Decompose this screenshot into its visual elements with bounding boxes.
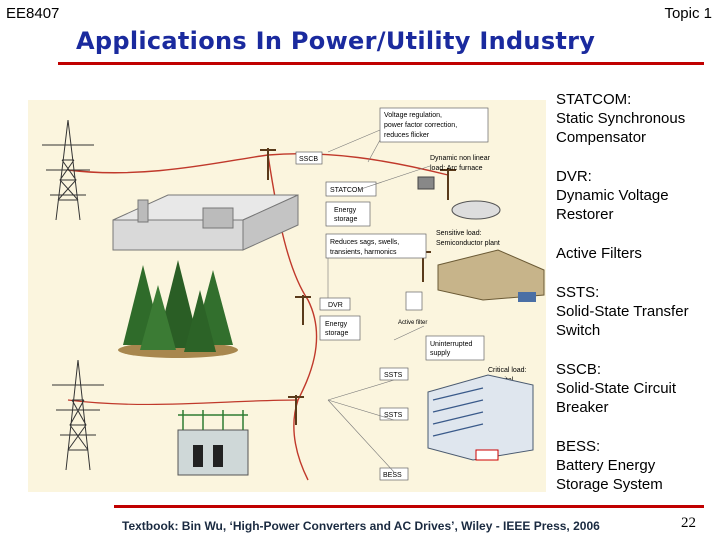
topic-label: Topic 1: [664, 5, 712, 22]
definition-bess: BESS: Battery Energy Storage System: [556, 437, 720, 494]
sensitive-load-label: Sensitive load: Semiconductor plant: [436, 230, 545, 302]
ssts-label: SSTS: [379, 367, 409, 381]
svg-text:Active filter: Active filter: [398, 320, 427, 326]
page-number: 22: [681, 515, 696, 531]
dvr-label: DVR: [319, 297, 351, 311]
svg-text:Energy: Energy: [334, 207, 357, 214]
transmission-tower-icon: [52, 359, 104, 471]
bess-label: BESS: [379, 467, 409, 481]
svg-text:Reduces sags, swells,: Reduces sags, swells,: [330, 239, 399, 246]
energy-storage-label: Energy storage: [325, 201, 371, 227]
definition-line: Static Synchronous: [556, 110, 686, 127]
industrial-plant-icon: [112, 194, 299, 251]
definition-line: Storage System: [556, 476, 663, 493]
slide-title: Applications In Power/Utility Industry: [76, 27, 596, 55]
svg-text:storage: storage: [325, 330, 348, 337]
definition-line: Breaker: [556, 399, 609, 416]
definition-line: Compensator: [556, 129, 647, 146]
transmission-tower-icon: [42, 119, 94, 221]
svg-text:STATCOM: STATCOM: [330, 187, 363, 194]
definition-line: Battery Energy: [556, 457, 656, 474]
statcom-label: STATCOM: [325, 181, 377, 197]
forest-icon: [118, 260, 238, 358]
definition-line: Restorer: [556, 206, 614, 223]
reduces-sags-label: Reduces sags, swells, transients, harmon…: [325, 233, 427, 259]
svg-text:Semiconductor plant: Semiconductor plant: [436, 240, 500, 247]
definition-abbr: SSCB:: [556, 361, 602, 378]
power-system-diagram: Voltage regulation, power factor correct…: [28, 100, 546, 492]
definition-abbr: Active Filters: [556, 245, 642, 262]
svg-text:SSTS: SSTS: [384, 412, 403, 419]
dynamic-load-label: Dynamic non linear load: Arc furnace: [417, 155, 501, 220]
diagram-svg: Voltage regulation, power factor correct…: [42, 107, 545, 481]
definition-line: Dynamic Voltage: [556, 187, 669, 204]
sscb-label: SSCB: [295, 151, 323, 165]
svg-text:storage: storage: [334, 216, 357, 223]
definition-line: Solid-State Circuit: [556, 380, 677, 397]
svg-text:Energy: Energy: [325, 321, 348, 328]
definition-abbr: BESS:: [556, 438, 601, 455]
svg-text:supply: supply: [430, 350, 451, 357]
ups-label: Uninterrupted supply: [425, 335, 485, 361]
active-filter-label: Active filter: [398, 291, 427, 326]
svg-text:power factor correction,: power factor correction,: [384, 122, 457, 129]
definition-dvr: DVR: Dynamic Voltage Restorer: [556, 167, 720, 224]
svg-text:SSTS: SSTS: [384, 372, 403, 379]
svg-text:transients, harmonics: transients, harmonics: [330, 249, 397, 256]
svg-text:DVR: DVR: [328, 302, 343, 309]
connector-lines: [327, 129, 431, 473]
footer-rule: [114, 505, 704, 508]
ssts-2-label: SSTS: [379, 407, 409, 421]
svg-text:load: Arc furnace: load: Arc furnace: [430, 165, 483, 172]
svg-text:Voltage regulation,: Voltage regulation,: [384, 112, 442, 119]
critical-load-label: Critical load: Hospital: [427, 367, 534, 461]
definition-line: Switch: [556, 322, 601, 339]
svg-text:Dynamic non linear: Dynamic non linear: [430, 155, 491, 162]
definition-abbr: SSTS:: [556, 284, 600, 301]
svg-text:SSCB: SSCB: [299, 156, 318, 163]
svg-text:Sensitive load:: Sensitive load:: [436, 230, 482, 237]
definition-sscb: SSCB: Solid-State Circuit Breaker: [556, 360, 720, 417]
definition-active-filters: Active Filters: [556, 244, 720, 263]
feeder-line-2: [67, 399, 299, 406]
definition-line: Solid-State Transfer: [556, 303, 689, 320]
svg-text:reduces flicker: reduces flicker: [384, 132, 430, 139]
svg-text:Critical load:: Critical load:: [488, 367, 527, 374]
title-rule: [58, 62, 704, 65]
voltage-regulation-label: Voltage regulation, power factor correct…: [379, 107, 489, 143]
svg-text:BESS: BESS: [383, 472, 402, 479]
textbook-citation: Textbook: Bin Wu, ‘High-Power Converters…: [122, 519, 600, 533]
substation-icon: [177, 410, 249, 476]
course-code: EE8407: [6, 5, 60, 22]
energy-storage-2-label: Energy storage: [319, 315, 361, 341]
definition-abbr: DVR:: [556, 168, 592, 185]
utility-pole-icon: [260, 148, 456, 425]
definition-statcom: STATCOM: Static Synchronous Compensator: [556, 90, 720, 147]
definition-abbr: STATCOM:: [556, 91, 632, 108]
svg-text:Uninterrupted: Uninterrupted: [430, 341, 473, 348]
definition-ssts: SSTS: Solid-State Transfer Switch: [556, 283, 720, 340]
definitions-list: STATCOM: Static Synchronous Compensator …: [556, 90, 720, 514]
